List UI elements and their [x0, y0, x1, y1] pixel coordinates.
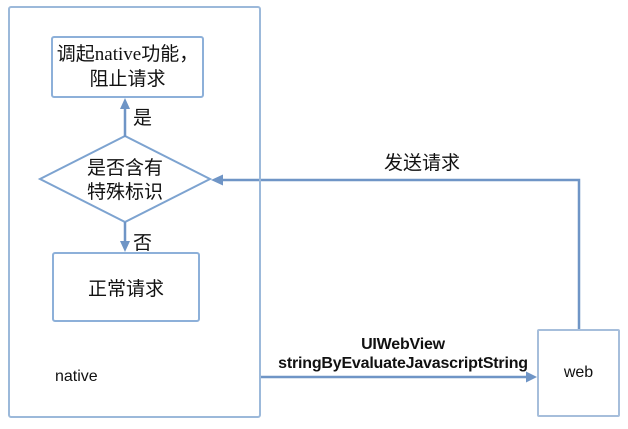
js-bridge-line1: UIWebView — [361, 336, 445, 353]
decision-line1: 是否含有 — [86, 158, 164, 179]
invoke-native-line2: 阻止请求 — [89, 69, 166, 90]
decision-line2: 特殊标识 — [86, 182, 164, 203]
web-box-label: web — [563, 364, 594, 381]
no-edge-label: 否 — [133, 233, 153, 254]
send-request-edge-label: 发送请求 — [384, 153, 461, 174]
decision-diamond-text: 是否含有 特殊标识 — [87, 157, 163, 205]
js-bridge-line2: stringByEvaluateJavascriptString — [278, 355, 528, 372]
native-container-label: native — [55, 368, 98, 385]
web-box: web — [537, 329, 620, 417]
yes-edge-label: 是 — [133, 108, 153, 129]
invoke-native-box: 调起native功能， 阻止请求 — [51, 36, 204, 98]
normal-request-box: 正常请求 — [52, 252, 200, 322]
native-container-box — [8, 6, 261, 418]
invoke-native-line1: 调起native功能， — [56, 44, 199, 65]
no-arrow-down-icon — [120, 222, 130, 252]
js-bridge-connector — [261, 371, 537, 383]
normal-request-label: 正常请求 — [87, 278, 164, 300]
yes-arrow-up-icon — [120, 98, 130, 137]
js-bridge-edge-label: UIWebView stringByEvaluateJavascriptStri… — [278, 335, 528, 373]
send-request-connector — [211, 174, 581, 329]
